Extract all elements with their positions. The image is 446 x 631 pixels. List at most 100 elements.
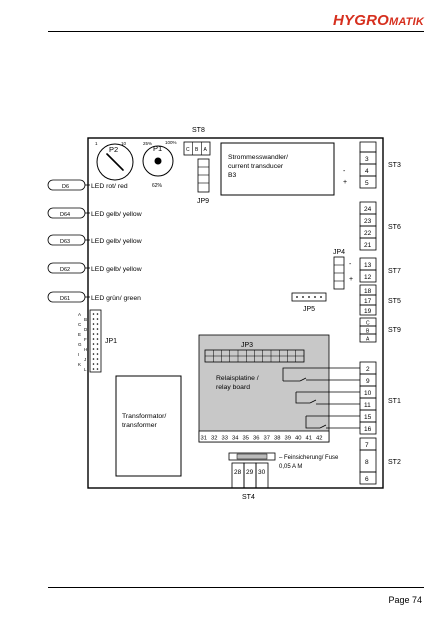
jp1-letter-h: H	[84, 347, 87, 352]
jp1-letter-a: A	[78, 312, 81, 317]
p2-label: P2	[109, 145, 118, 154]
transducer-id: B3	[228, 172, 237, 179]
st6-pin-21: 21	[364, 242, 372, 249]
jp1-letter-l: L	[84, 367, 87, 372]
st9-label: ST9	[388, 327, 401, 334]
transformer	[115, 375, 182, 477]
st8-pin-a: A	[204, 147, 208, 153]
st1-pin-9: 9	[366, 378, 370, 385]
st2-connector: 7 8 6	[359, 437, 377, 485]
st4-connector: 28 29 30	[231, 462, 269, 489]
relay-terminal-42: 42	[316, 436, 322, 442]
st6-label: ST6	[388, 224, 401, 231]
jp9-label: JP9	[197, 198, 209, 205]
st2-label: ST2	[388, 459, 401, 466]
p2-scale-min: 1	[95, 141, 98, 146]
led-d6: D6 LED rot/ red	[47, 179, 128, 191]
st4-pin-28: 28	[234, 469, 242, 476]
logo-text-second: MATIK	[388, 16, 424, 28]
jp1-letter-j: J	[84, 357, 86, 362]
jp1-letter-i: I	[78, 352, 79, 357]
st7-label: ST7	[388, 268, 401, 275]
relay-terminal-32: 32	[211, 436, 217, 442]
st1-pin-15: 15	[364, 414, 372, 421]
st3-connector	[359, 175, 377, 189]
current-transducer	[220, 142, 335, 196]
led-d62-id: D62	[60, 267, 70, 273]
fuse-label-line1: – Feinsicherung/ Fuse	[279, 455, 339, 461]
relay-terminal-35: 35	[243, 436, 249, 442]
led-d61-id: D61	[60, 296, 70, 302]
led-d6-label: LED rot/ red	[91, 183, 128, 190]
st6-pin-22: 22	[364, 230, 372, 237]
st1-pin-2: 2	[366, 366, 370, 373]
relay-terminal-36: 36	[253, 436, 259, 442]
st1-pin-16: 16	[364, 426, 372, 433]
led-d63-id: D63	[60, 239, 70, 245]
transducer-minus: -	[343, 168, 346, 175]
st5-connector: 18 17 19	[359, 284, 377, 316]
p2-pointer	[106, 153, 124, 171]
relay-terminal-33: 33	[222, 436, 228, 442]
page-number: Page 74	[388, 595, 422, 605]
p1-label: P1	[153, 144, 162, 153]
p1-scale-min: 25%	[143, 141, 152, 146]
jp1-letter-b: B	[84, 317, 87, 322]
brand-logo: HYGROMATIK	[333, 12, 424, 29]
led-d62-label: LED gelb/ yellow	[91, 266, 142, 273]
transformer-label-line2: transformer	[122, 422, 157, 429]
st2-pin-6: 6	[365, 476, 369, 483]
st4-pin-29: 29	[246, 469, 254, 476]
st9-pin-c: C	[366, 321, 370, 327]
st8-label: ST8	[192, 127, 205, 134]
st7-pin-13: 13	[364, 262, 372, 269]
st1-pin-11: 11	[364, 402, 371, 409]
relay-terminal-strip: 31 32 33 34 35 36 37 38 39 40 41 42	[198, 430, 330, 443]
led-d64-label: LED gelb/ yellow	[91, 211, 142, 218]
led-d61-label: LED grün/ green	[91, 295, 141, 302]
st2-pin-8: 8	[365, 459, 369, 466]
jp1-letter-d: D	[84, 327, 88, 332]
jp5-label: JP5	[303, 306, 315, 313]
jp1-letter-g: G	[78, 342, 82, 347]
led-d64-id: D64	[60, 212, 70, 218]
st5-pin-17: 17	[364, 298, 372, 305]
st1-pin-10: 10	[364, 390, 372, 397]
st7-minus: -	[349, 261, 352, 268]
st3-pin-4: 4	[365, 168, 369, 175]
relay-terminal-34: 34	[232, 436, 239, 442]
jp9-jumper	[197, 158, 210, 193]
st6-pin-24: 24	[364, 206, 372, 213]
p2-potentiometer	[96, 143, 134, 181]
p2-scale-max: 10	[121, 141, 127, 146]
st6-pin-23: 23	[364, 218, 372, 225]
jp1-letter-f: F	[84, 337, 87, 342]
relay-terminal-40: 40	[295, 436, 301, 442]
fuse-label-line2: 0,05 A M	[279, 464, 302, 470]
st9-pin-b: B	[366, 329, 370, 335]
p1-center	[154, 157, 162, 165]
p1-potentiometer	[142, 145, 174, 177]
footer-rule	[48, 587, 424, 588]
relay-board-label-line1: Relaisplatine /	[216, 375, 259, 382]
st7-connector: 13 12	[359, 257, 377, 283]
jp1-letter-c: C	[78, 322, 82, 327]
led-d64: D64 LED gelb/ yellow	[47, 207, 142, 219]
relay-board-label-line2: relay board	[216, 384, 250, 391]
jp4-label: JP4	[333, 249, 345, 256]
st3-pin-5: 5	[365, 180, 369, 187]
p1-scale-max: 100%	[165, 140, 177, 145]
jp1-connector	[89, 309, 102, 373]
logo-text-first: HYGRO	[332, 12, 389, 29]
st9-pin-a: A	[366, 337, 370, 343]
led-d61: D61 LED grün/ green	[47, 291, 141, 303]
jp3-label: JP3	[241, 342, 253, 349]
relay-terminal-37: 37	[264, 436, 270, 442]
st4-label: ST4	[242, 494, 255, 501]
fuse	[228, 452, 276, 461]
st1-connector: 2 9 10 11 15 16	[359, 361, 377, 435]
fuse-label-text: Feinsicherung/ Fuse	[284, 455, 339, 461]
st9-connector: C B A	[359, 317, 377, 343]
led-d6-id: D6	[62, 184, 69, 190]
